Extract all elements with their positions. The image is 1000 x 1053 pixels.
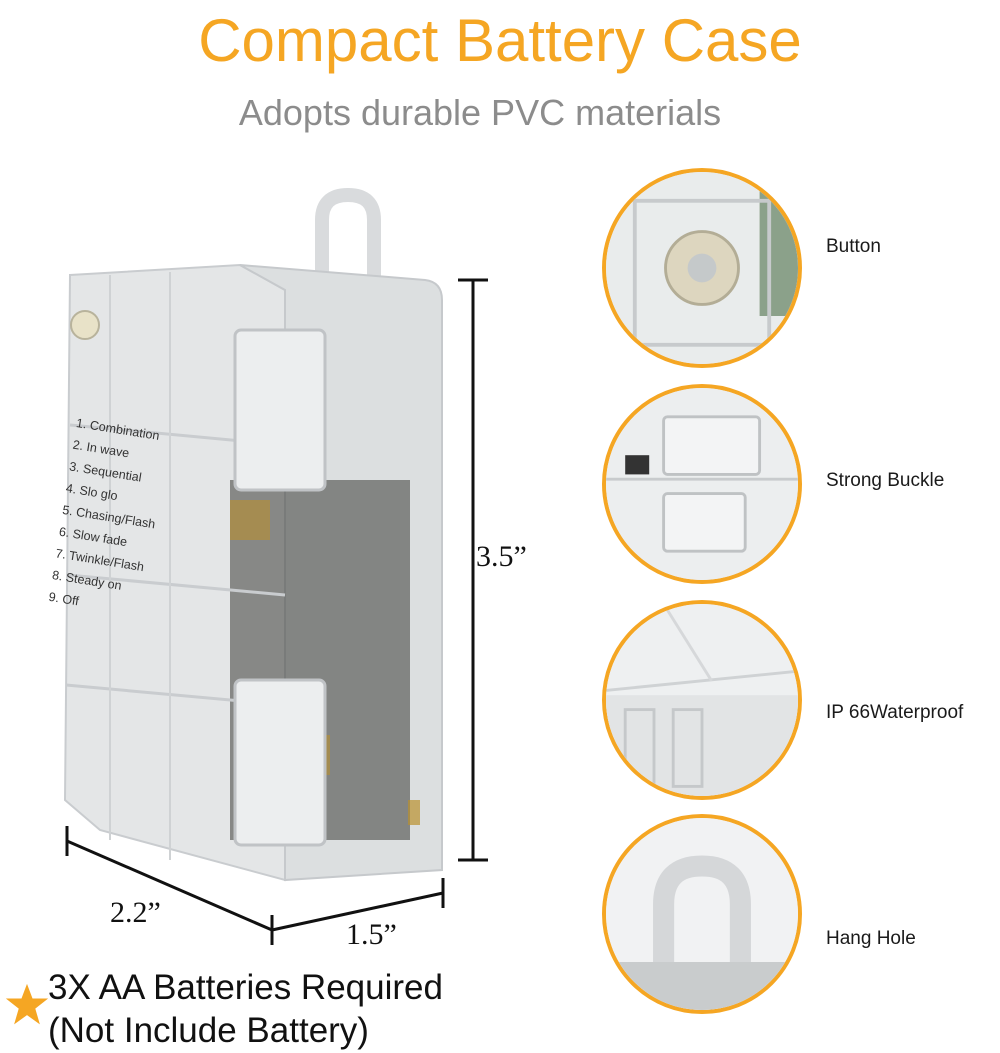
star-icon (5, 983, 49, 1025)
battery-not-included-line: (Not Include Battery) (48, 1011, 369, 1050)
battery-requirement-note: 3X AA Batteries Required (Not Include Ba… (48, 966, 443, 1052)
page-title: Compact Battery Case (198, 7, 802, 74)
detail-label-button: Button (826, 236, 881, 257)
width-dimension-label: 2.2” (110, 896, 161, 929)
detail-label-hang-hole: Hang Hole (826, 928, 916, 949)
battery-case-drawing (63, 187, 443, 882)
depth-dimension-label: 1.5” (346, 918, 397, 951)
buckle-detail-icon (602, 384, 802, 584)
detail-label-waterproof: IP 66Waterproof (826, 702, 964, 723)
hang-hole-detail-icon (602, 814, 802, 1014)
button-detail-icon (602, 168, 802, 368)
hang-loop (315, 187, 381, 287)
buckle-top (233, 328, 327, 492)
battery-requirement-line: 3X AA Batteries Required (48, 968, 443, 1007)
detail-label-buckle: Strong Buckle (826, 470, 945, 491)
waterproof-detail-icon (602, 600, 802, 800)
height-dimension-label: 3.5” (476, 540, 527, 573)
battery-case-image: 1. Combination 2. In wave 3. Sequential … (30, 180, 570, 960)
case-button (70, 310, 100, 340)
buckle-bottom (233, 678, 327, 847)
page-subtitle: Adopts durable PVC materials (238, 92, 722, 133)
